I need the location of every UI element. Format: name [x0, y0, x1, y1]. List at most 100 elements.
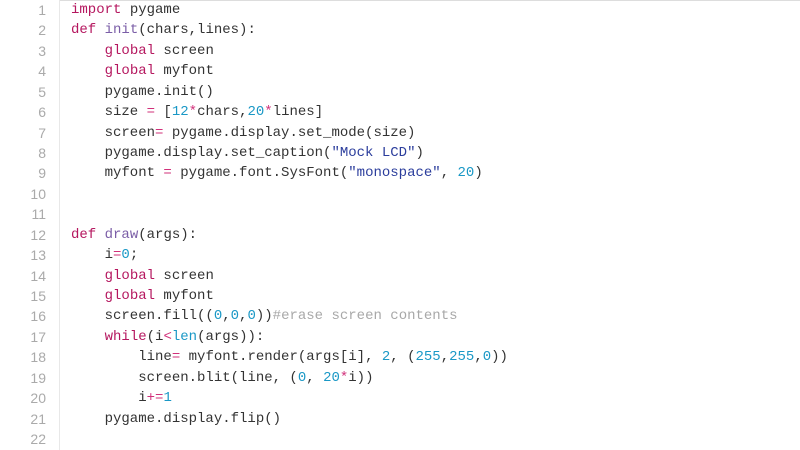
code-token: i: [71, 390, 147, 407]
code-token-bi: len: [171, 328, 198, 345]
code-token: (args)):: [197, 328, 265, 345]
code-token: ,: [239, 308, 248, 325]
code-token-kw: def: [71, 226, 97, 243]
code-token-num: 0: [230, 308, 240, 325]
line-number: 18: [30, 349, 46, 366]
line-number: 7: [38, 124, 46, 141]
code-token: myfont.render(args[i],: [180, 349, 382, 366]
code-token-fn: draw: [104, 226, 139, 243]
code-token-op: =: [113, 247, 122, 264]
code-text: while(i<len(args)):: [71, 327, 265, 347]
code-token: ,: [306, 369, 324, 386]
code-text: global screen: [71, 266, 214, 286]
code-text: pygame.display.flip(): [71, 409, 281, 429]
code-token-str: "Mock LCD": [331, 145, 416, 161]
line-number: 3: [38, 42, 46, 59]
code-token-num: 20: [457, 165, 475, 182]
code-token: lines]: [272, 104, 324, 121]
code-token: pygame: [121, 2, 181, 18]
code-token: screen: [155, 267, 214, 284]
code-token: pygame.display.set_caption(: [71, 145, 332, 161]
line-number: 8: [38, 145, 46, 161]
code-token-kw: def: [71, 22, 97, 39]
code-text: i+=1: [71, 388, 172, 408]
code-token: ,: [474, 349, 483, 366]
code-token-op: =: [155, 124, 164, 141]
code-text: screen= pygame.display.set_mode(size): [71, 123, 416, 143]
code-text: i=0;: [71, 245, 139, 265]
code-token-kw: import: [71, 2, 122, 18]
line-number: 16: [30, 308, 46, 325]
code-token-op: =: [146, 104, 156, 121]
top-border: [0, 0, 800, 1]
code-token-kw: while: [104, 328, 147, 345]
code-token: ,: [440, 165, 458, 182]
code-token: (chars,lines):: [138, 22, 256, 39]
line-number: 6: [38, 104, 46, 121]
code-token: pygame.display.flip(): [71, 410, 282, 427]
code-text: global myfont: [71, 286, 214, 306]
code-token: line: [71, 349, 172, 366]
code-token-op: =: [171, 349, 181, 366]
code-token: i)): [348, 369, 374, 386]
code-text: pygame.init(): [71, 82, 214, 102]
code-token: [71, 288, 105, 304]
line-number: 2: [38, 22, 46, 39]
code-text: global screen: [71, 41, 214, 61]
code-token-num: 255: [415, 349, 441, 366]
code-token: screen: [155, 42, 214, 59]
code-token-num: 0: [213, 308, 223, 325]
line-number-gutter: [0, 0, 60, 450]
code-token-kw: global: [104, 267, 156, 284]
line-number: 4: [38, 63, 46, 80]
code-text: def init(chars,lines):: [71, 20, 256, 40]
code-token: [71, 43, 105, 59]
code-text: import pygame: [71, 0, 180, 20]
code-token: [71, 63, 105, 79]
code-token-op: +=: [146, 390, 164, 407]
code-token-op: <: [163, 328, 172, 345]
code-token: pygame.display.set_mode(size): [163, 124, 416, 141]
code-token: , (: [390, 349, 416, 366]
code-token: ): [474, 165, 483, 182]
code-token: [: [155, 104, 172, 121]
code-token: size: [71, 104, 147, 121]
code-text: pygame.display.set_caption("Mock LCD"): [71, 143, 424, 163]
code-token-fn: init: [104, 22, 139, 39]
code-token-num: 2: [381, 349, 391, 366]
code-token: screen.blit(line, (: [71, 369, 298, 386]
code-token: [71, 329, 105, 345]
code-token: pygame.font.SysFont(: [171, 165, 349, 182]
code-text: def draw(args):: [71, 225, 197, 245]
code-token: ,: [222, 308, 231, 325]
code-token-op: *: [188, 104, 198, 121]
code-token: (i: [146, 328, 164, 345]
code-token: ): [415, 145, 424, 161]
code-text: line= myfont.render(args[i], 2, (255,255…: [71, 347, 508, 367]
code-token: ;: [129, 247, 139, 264]
code-token: myfont: [155, 288, 214, 305]
code-token: screen: [71, 124, 156, 141]
code-token: [96, 227, 104, 243]
line-number: 5: [38, 83, 46, 100]
line-number: 15: [30, 288, 46, 305]
code-token: )): [255, 308, 273, 325]
code-token-num: 255: [449, 349, 475, 366]
code-token-num: 0: [121, 247, 130, 264]
line-number: 21: [30, 410, 46, 427]
code-text: myfont = pygame.font.SysFont("monospace"…: [71, 163, 483, 183]
code-token: [71, 268, 105, 284]
code-token-num: 20: [323, 369, 340, 386]
code-token-num: 0: [297, 369, 307, 386]
code-token: chars,: [197, 104, 248, 121]
line-number: 14: [30, 267, 46, 284]
code-token-kw: global: [104, 42, 156, 59]
code-token: myfont: [155, 63, 214, 80]
code-token: ,: [440, 349, 450, 366]
code-token-kw: global: [104, 288, 156, 305]
line-number: 9: [38, 165, 46, 182]
code-text: screen.fill((0,0,0))#erase screen conten…: [71, 306, 458, 326]
line-number: 20: [30, 390, 46, 407]
line-number: 19: [30, 369, 46, 386]
code-token-kw: global: [104, 63, 156, 80]
